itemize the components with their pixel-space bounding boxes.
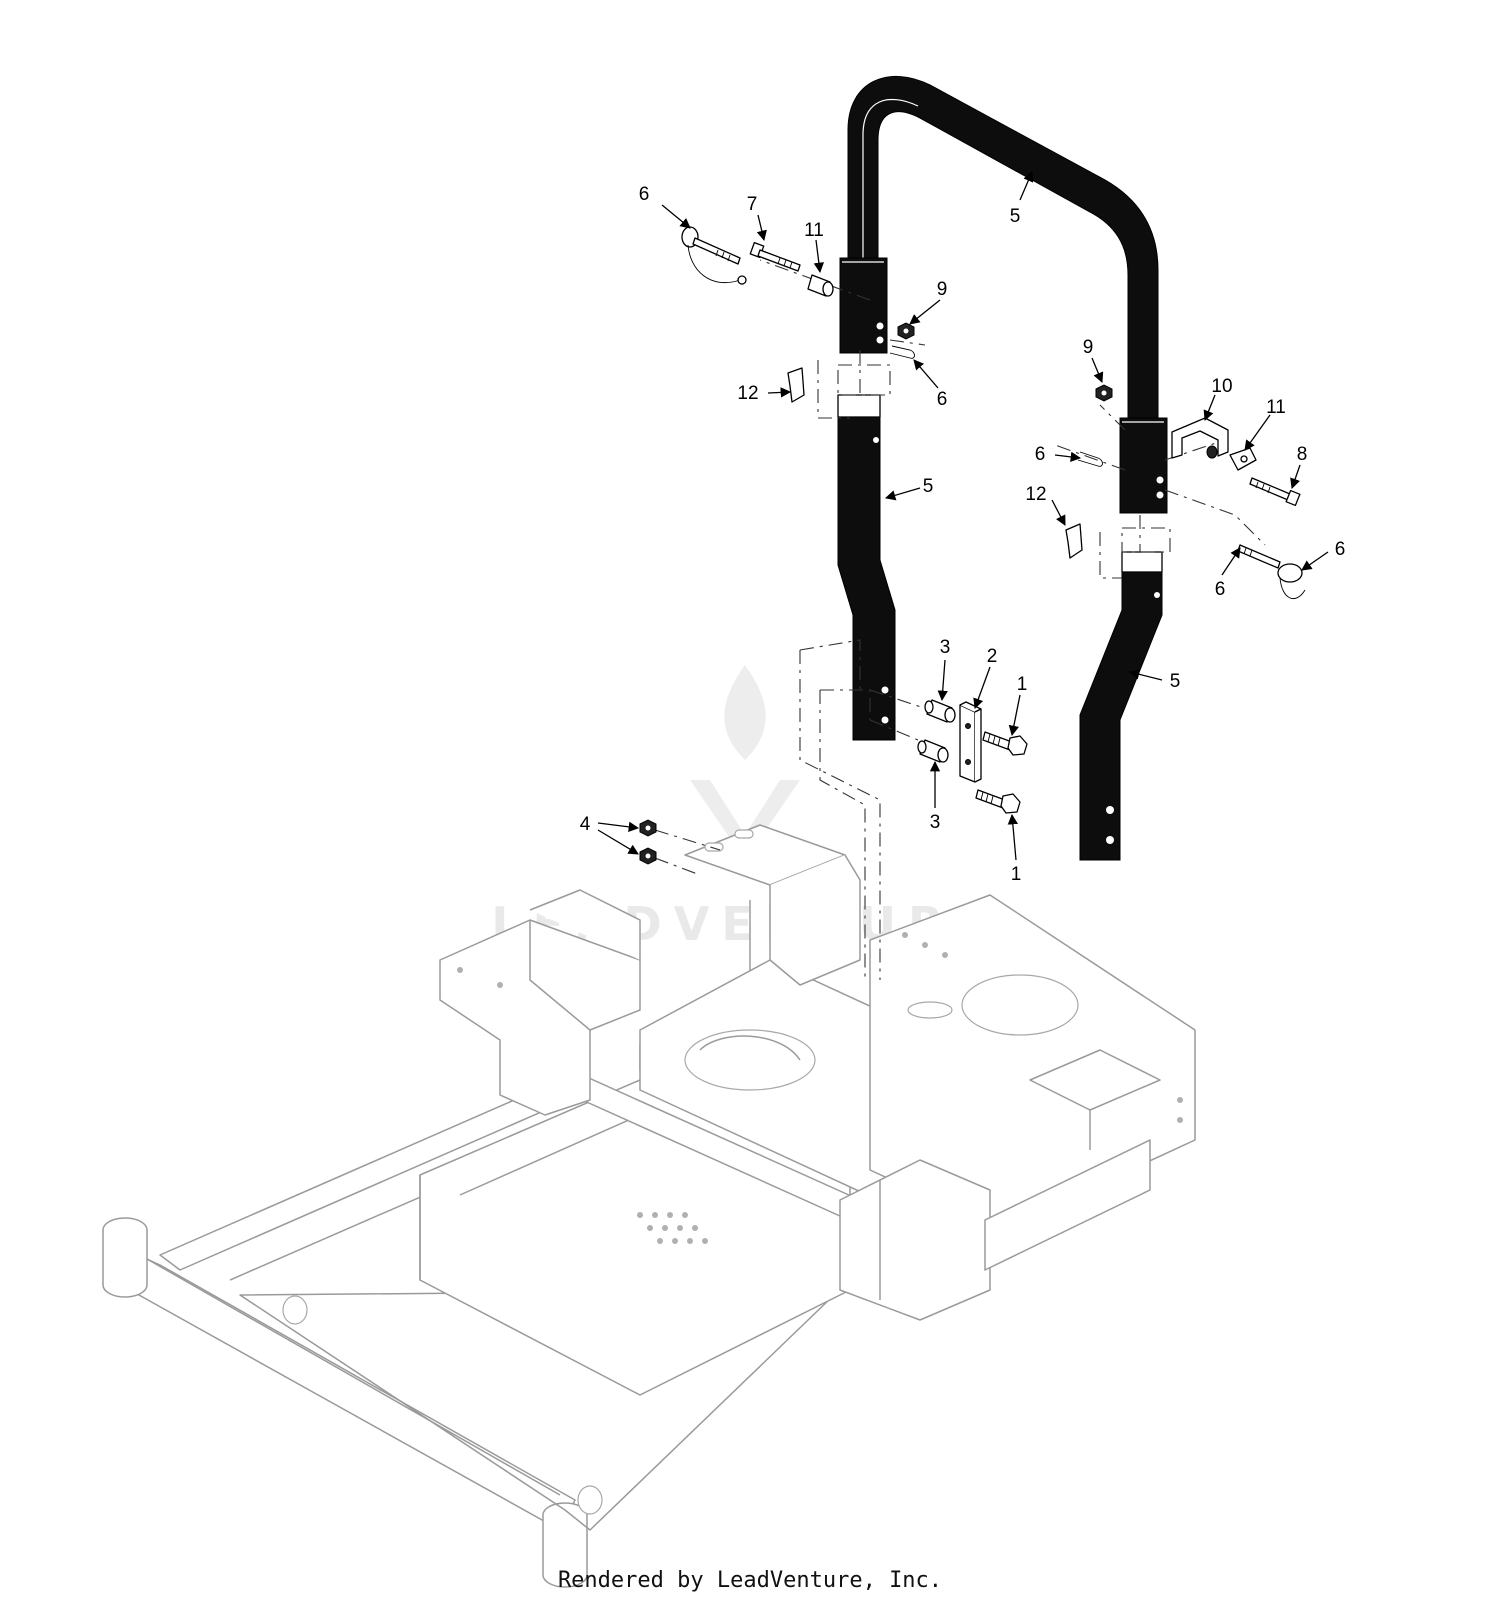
callout-1-bolt-upper: 1 (1017, 674, 1028, 695)
spacer-3-upper (924, 699, 956, 723)
hairpin-left (889, 345, 915, 359)
bolt-upper-left (749, 242, 801, 272)
callout-12-clip-right: 12 (1025, 484, 1046, 505)
clip-left (787, 367, 805, 403)
rops-lower-left-leg (837, 394, 896, 741)
callout-6-hairpin-right: 6 (1035, 444, 1046, 465)
rops-upper-hoop (839, 76, 1168, 514)
bolt-1-upper (982, 731, 1028, 756)
callout-9-nut-left: 9 (937, 279, 948, 300)
leader-lines (597, 171, 1329, 861)
callout-1-bolt-lower: 1 (1011, 864, 1022, 885)
callout-5-left-leg: 5 (923, 476, 934, 497)
callout-5-upper-hoop: 5 (1010, 206, 1021, 227)
spacer-right (1229, 447, 1257, 471)
callout-6-hitch-spring-right: 6 (1215, 579, 1226, 600)
hardware-parts (639, 226, 1306, 865)
callout-labels: 6 7 11 5 9 6 12 5 9 10 11 6 8 12 6 6 5 3… (580, 184, 1346, 885)
spacer-3-lower (917, 739, 949, 763)
callout-6-hairpin-left: 6 (937, 389, 948, 410)
clip-right (1065, 523, 1083, 559)
mower-frame (102, 824, 1196, 1588)
callout-2-plate: 2 (987, 646, 998, 667)
bolt-right (1249, 477, 1301, 507)
nut-4-lower (639, 847, 657, 865)
hitch-pin-upper-left (681, 226, 747, 285)
spacer-upper-left (807, 274, 834, 297)
callout-5-right-leg: 5 (1170, 671, 1181, 692)
callout-6-hitch-pin-upper-left: 6 (639, 184, 650, 205)
nut-4-upper (639, 819, 657, 837)
mounting-plate (959, 701, 982, 783)
callout-11-spacer-right: 11 (1266, 397, 1286, 418)
hitch-pin-right (1237, 544, 1306, 600)
nut-upper-right (1095, 384, 1113, 402)
render-credit: Rendered by LeadVenture, Inc. (557, 1568, 943, 1593)
callout-9-nut-right: 9 (1083, 337, 1094, 358)
nut-upper-left (897, 322, 915, 340)
callout-3-spacer-lower: 3 (930, 812, 941, 833)
callout-12-clip-left: 12 (737, 383, 758, 404)
hairpin-right (1077, 451, 1103, 467)
callout-11-spacer-upper: 11 (804, 220, 824, 241)
rops-lower-right-leg (1079, 551, 1163, 861)
callout-3-spacer-upper: 3 (940, 637, 951, 658)
callout-10-u-bracket: 10 (1211, 376, 1232, 397)
u-bracket (1171, 417, 1229, 459)
callout-4-nuts: 4 (580, 814, 591, 835)
callout-6-hitch-pin-right: 6 (1335, 539, 1346, 560)
callout-8-bolt-right: 8 (1297, 444, 1308, 465)
bolt-1-lower (975, 789, 1021, 814)
callout-7-bolt: 7 (747, 194, 758, 215)
